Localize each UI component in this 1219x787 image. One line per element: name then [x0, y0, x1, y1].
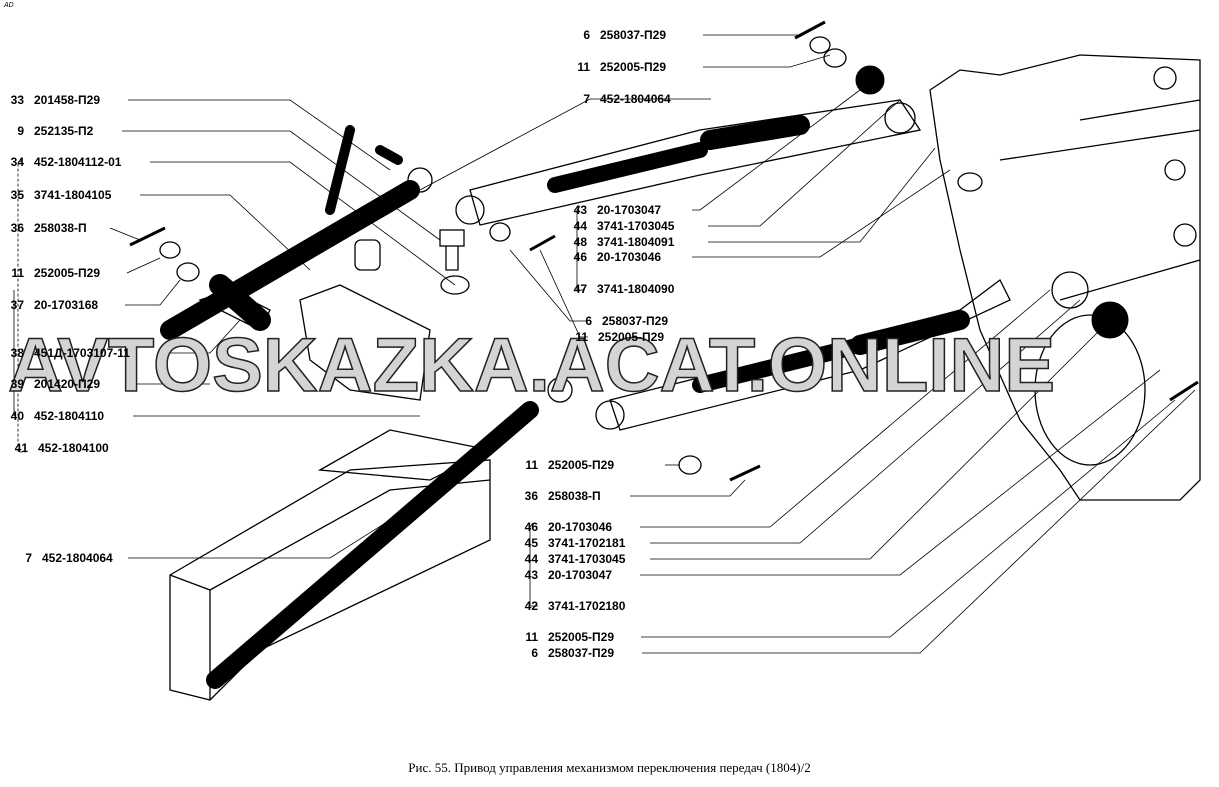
rods [160, 65, 1129, 689]
mounting-bracket [169, 459, 491, 701]
figure-caption: Рис. 55. Привод управления механизмом пе… [408, 760, 811, 775]
gearbox-housing [929, 54, 1201, 501]
corner-mark: AD [4, 2, 14, 9]
watermark: AVTOSKAZKA.ACAT.ONLINE [7, 323, 1056, 408]
